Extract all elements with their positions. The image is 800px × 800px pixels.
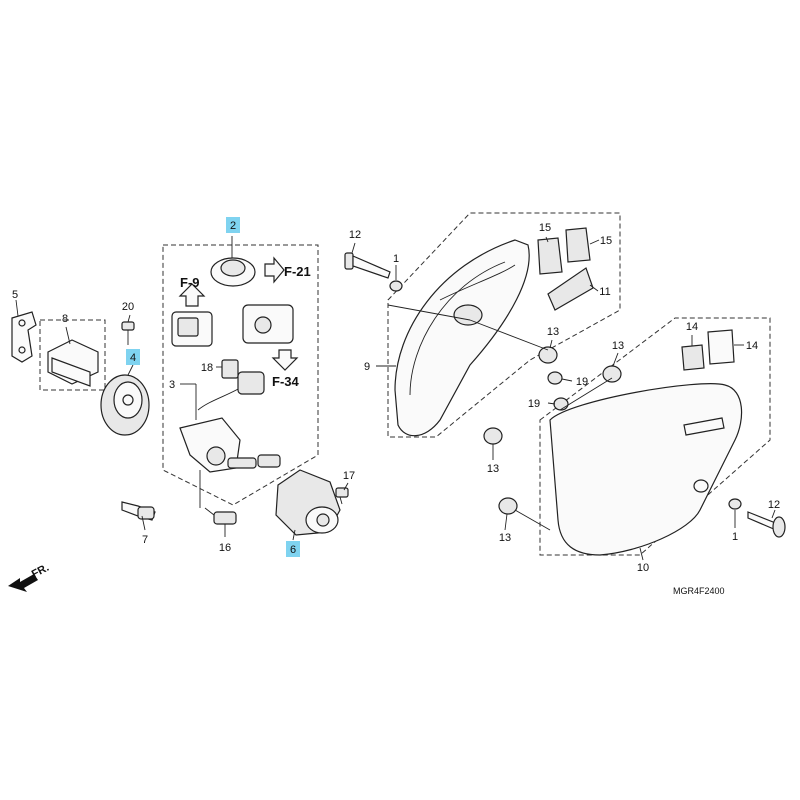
leader-lines <box>15 236 776 561</box>
highlight-box-2 <box>226 217 240 233</box>
switch-housing <box>171 311 213 347</box>
lock-rotor-part-4 <box>100 374 150 436</box>
front-direction-arrow-icon: FR. <box>8 562 51 592</box>
label-part-15-left <box>537 237 563 275</box>
switch-cable <box>197 371 265 411</box>
part-number-18[interactable]: 18 <box>201 362 213 374</box>
part-number-11[interactable]: 11 <box>599 286 610 298</box>
foam-part-11 <box>547 267 594 311</box>
right-cover-group-box <box>539 317 771 556</box>
label-part-15-right <box>565 227 591 263</box>
part-number-7[interactable]: 7 <box>142 534 148 546</box>
collar-part-19-b <box>553 397 569 411</box>
left-side-cover-part-9 <box>394 239 530 437</box>
screw-part-17 <box>335 487 349 505</box>
screw-part-16 <box>204 507 237 525</box>
washer-part-1-left <box>389 280 403 292</box>
ignition-group-box <box>162 244 319 506</box>
part-number-15-right[interactable]: 15 <box>600 235 612 247</box>
part-number-16[interactable]: 16 <box>219 542 231 554</box>
part-number-4[interactable]: 4 <box>130 352 136 364</box>
arrow-up-icon <box>178 283 206 307</box>
lock-part-6 <box>275 469 341 536</box>
diagram-code: MGR4F2400 <box>673 586 725 596</box>
part-number-1-left[interactable]: 1 <box>393 253 399 265</box>
label-part-14-right <box>707 329 735 365</box>
bracket-part-5 <box>11 311 37 363</box>
part-number-10[interactable]: 10 <box>637 562 649 574</box>
left-cover-group-box <box>387 212 621 438</box>
part-number-13-a[interactable]: 13 <box>547 326 559 338</box>
grommet-part-13-c <box>602 365 622 383</box>
front-direction-label: FR. <box>30 562 51 581</box>
part-number-12-right[interactable]: 12 <box>768 499 780 511</box>
part-number-13-b[interactable]: 13 <box>487 463 499 475</box>
right-side-cover-part-10 <box>549 383 743 556</box>
collar-part-19-a <box>547 371 563 385</box>
part-number-20[interactable]: 20 <box>122 301 134 313</box>
washer-part-1-right <box>728 498 742 510</box>
key-part-7 <box>121 501 156 521</box>
part-number-8[interactable]: 8 <box>62 313 68 325</box>
part-number-14-right[interactable]: 14 <box>746 340 758 352</box>
ref-f9[interactable]: F-9 <box>180 275 200 290</box>
part-number-12-left[interactable]: 12 <box>349 229 361 241</box>
part-number-13-d[interactable]: 13 <box>499 532 511 544</box>
part-number-9[interactable]: 9 <box>364 361 370 373</box>
part-number-13-c[interactable]: 13 <box>612 340 624 352</box>
part-number-5[interactable]: 5 <box>12 289 18 301</box>
switch-connector-18 <box>221 359 239 379</box>
ignition-cap <box>210 257 256 287</box>
bolt-part-12-left <box>344 252 391 279</box>
part-number-2[interactable]: 2 <box>230 220 236 232</box>
bolt-part-20 <box>121 321 135 345</box>
grommet-part-13-b <box>483 427 503 445</box>
grommet-part-13-d <box>498 497 518 515</box>
ignition-switch-part-3 <box>179 417 281 473</box>
highlight-box-4 <box>126 349 140 365</box>
plate-part-8 <box>47 339 99 387</box>
part-number-19-b[interactable]: 19 <box>528 398 540 410</box>
ref-f21[interactable]: F-21 <box>284 264 311 279</box>
arrow-down-icon <box>271 349 299 371</box>
part-number-14-left[interactable]: 14 <box>686 321 698 333</box>
part-number-1-right[interactable]: 1 <box>732 531 738 543</box>
label-part-14-left <box>681 344 705 371</box>
part-number-19-a[interactable]: 19 <box>576 376 588 388</box>
bolt-part-12-right <box>747 511 786 538</box>
grommet-part-13-a <box>538 346 558 364</box>
part-number-6[interactable]: 6 <box>290 544 296 556</box>
ref-f34[interactable]: F-34 <box>272 374 300 389</box>
lock-assembly-box <box>39 319 106 391</box>
part-number-3[interactable]: 3 <box>169 379 175 391</box>
arrow-right-icon <box>264 256 285 284</box>
switch-body <box>242 304 294 344</box>
part-number-17[interactable]: 17 <box>343 470 355 482</box>
part-number-15-left[interactable]: 15 <box>539 222 551 234</box>
highlight-box-6 <box>286 541 300 557</box>
